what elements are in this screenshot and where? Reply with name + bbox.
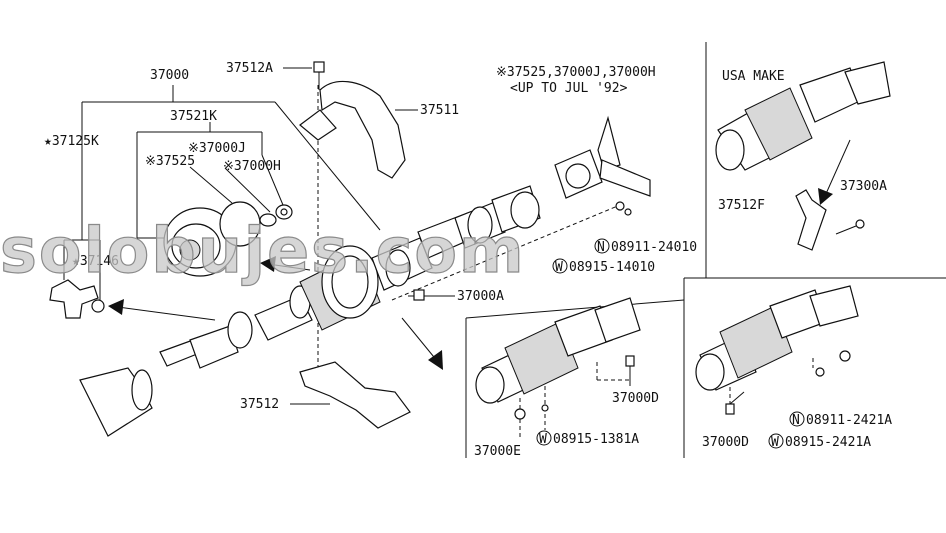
symbol-n-1: N: [597, 240, 605, 255]
label-37512F: 37512F: [718, 198, 765, 213]
label-08915-1381A: 08915-1381A: [553, 432, 639, 447]
leader-lines: [63, 67, 455, 405]
bolt-37512A: [313, 61, 325, 90]
center-bearing: [163, 201, 293, 277]
part-labels: 37000 37512A 37511 37521K ★37125K ※37000…: [44, 61, 892, 459]
lower-shaft-b: [695, 285, 859, 415]
label-note-parts: ※37525,37000J,37000H: [496, 65, 656, 80]
label-08911-2421A: 08911-2421A: [806, 413, 892, 428]
label-37525: ※37525: [145, 154, 195, 169]
label-37511: 37511: [420, 103, 459, 118]
bolt-37000A: [408, 289, 425, 301]
label-usa-make: USA MAKE: [722, 69, 785, 84]
symbol-w-1: W: [555, 260, 563, 275]
flange-37000J: [554, 115, 651, 216]
label-37512: 37512: [240, 397, 279, 412]
universal-joint-37125K: [49, 279, 105, 319]
label-08911-24010: 08911-24010: [611, 240, 697, 255]
label-37000E: 37000E: [474, 444, 521, 459]
bracket-37512: [299, 361, 411, 429]
propeller-shaft: [79, 185, 541, 437]
label-37000D-a: 37000D: [612, 391, 659, 406]
label-37000: 37000: [150, 68, 189, 83]
label-note-date: <UP TO JUL '92>: [510, 81, 628, 96]
label-37300A: 37300A: [840, 179, 887, 194]
label-37000A: 37000A: [457, 289, 504, 304]
label-37000J: ※37000J: [188, 141, 246, 156]
label-37146: ★37146: [72, 254, 119, 269]
bracket-37511: [299, 80, 406, 179]
label-37125K: ★37125K: [44, 134, 99, 149]
label-37512A: 37512A: [226, 61, 273, 76]
symbol-w-2: W: [539, 432, 547, 447]
usa-shaft: [715, 61, 891, 251]
symbol-markers: N W W N W: [536, 238, 805, 450]
label-37000D-b: 37000D: [702, 435, 749, 450]
label-08915-2421A: 08915-2421A: [785, 435, 871, 450]
label-37000H: ※37000H: [223, 159, 281, 174]
watermark-text: solobujes.com: [0, 214, 526, 287]
lower-shaft-a: [475, 297, 641, 420]
symbol-w-3: W: [771, 435, 779, 450]
panel-borders: [465, 42, 946, 458]
symbol-n-2: N: [792, 413, 800, 428]
label-37521K: 37521K: [170, 109, 217, 124]
label-08915-14010: 08915-14010: [569, 260, 655, 275]
direction-arrows: [108, 139, 851, 370]
